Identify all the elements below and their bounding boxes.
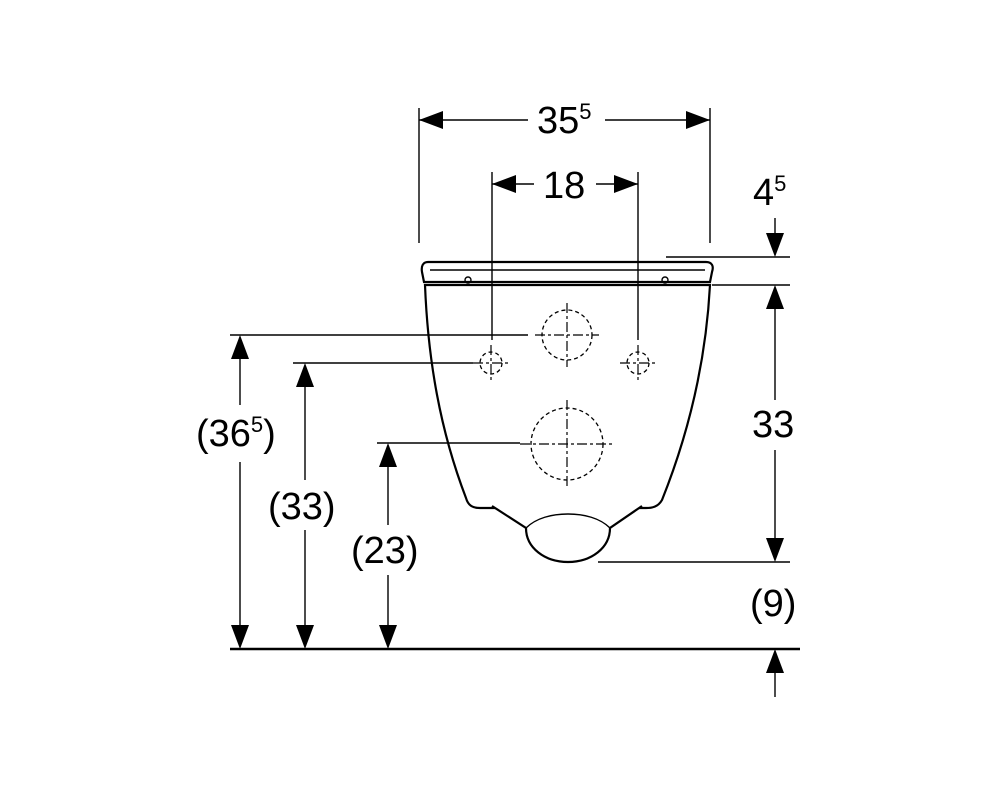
trap-inner bbox=[525, 513, 611, 529]
inlet-height-label: (33) bbox=[268, 486, 336, 528]
arrow-up-icon bbox=[296, 363, 314, 387]
arrow-down-icon bbox=[766, 538, 784, 562]
svg-text:355: 355 bbox=[537, 99, 592, 142]
arrow-up-icon bbox=[231, 335, 249, 359]
svg-text:45: 45 bbox=[753, 171, 786, 214]
seat-offset-label-sup: 5 bbox=[774, 171, 786, 196]
inlet-spacing-label: 18 bbox=[543, 165, 585, 207]
dimension-overall-width: 355 bbox=[418, 99, 711, 243]
bowl-height-label: 33 bbox=[752, 404, 794, 446]
arrow-up-icon bbox=[766, 285, 784, 309]
arrow-up-icon bbox=[379, 443, 397, 467]
overall-width-label: 35 bbox=[537, 100, 579, 142]
outlet-height-label: (23) bbox=[351, 530, 419, 572]
dimension-seat-offset: 45 bbox=[666, 171, 790, 286]
total-height-label-close: ) bbox=[263, 413, 276, 455]
bowl-outline bbox=[423, 283, 712, 510]
dimension-total-height: (365) bbox=[196, 334, 528, 649]
arrow-down-icon bbox=[231, 625, 249, 649]
arrow-left-icon bbox=[419, 111, 443, 129]
total-height-label: (36 bbox=[196, 413, 251, 455]
dimension-inlet-height: (33) bbox=[268, 362, 473, 649]
dimension-outlet-height: (23) bbox=[351, 442, 520, 649]
toilet-side-view bbox=[420, 260, 714, 564]
hinge-left-icon bbox=[464, 276, 472, 284]
hinge-right-icon bbox=[661, 276, 669, 284]
dimension-floor-offset: (9) bbox=[750, 583, 796, 697]
connection-points bbox=[473, 303, 656, 488]
overall-width-label-sup: 5 bbox=[579, 99, 591, 124]
arrow-up-icon bbox=[766, 649, 784, 673]
arrow-down-icon bbox=[766, 233, 784, 257]
floor-offset-label: (9) bbox=[750, 583, 796, 625]
arrow-right-icon bbox=[614, 175, 638, 193]
seat-lid bbox=[420, 260, 714, 284]
arrow-right-icon bbox=[686, 111, 710, 129]
trap-outlet bbox=[491, 505, 643, 564]
svg-text:(365): (365) bbox=[196, 412, 276, 455]
dimension-bowl-height: 33 bbox=[598, 285, 794, 563]
dimension-inlet-spacing: 18 bbox=[491, 165, 639, 340]
arrow-down-icon bbox=[379, 625, 397, 649]
arrow-left-icon bbox=[492, 175, 516, 193]
seat-offset-label: 4 bbox=[753, 172, 774, 214]
total-height-label-sup: 5 bbox=[251, 412, 263, 437]
arrow-down-icon bbox=[296, 625, 314, 649]
